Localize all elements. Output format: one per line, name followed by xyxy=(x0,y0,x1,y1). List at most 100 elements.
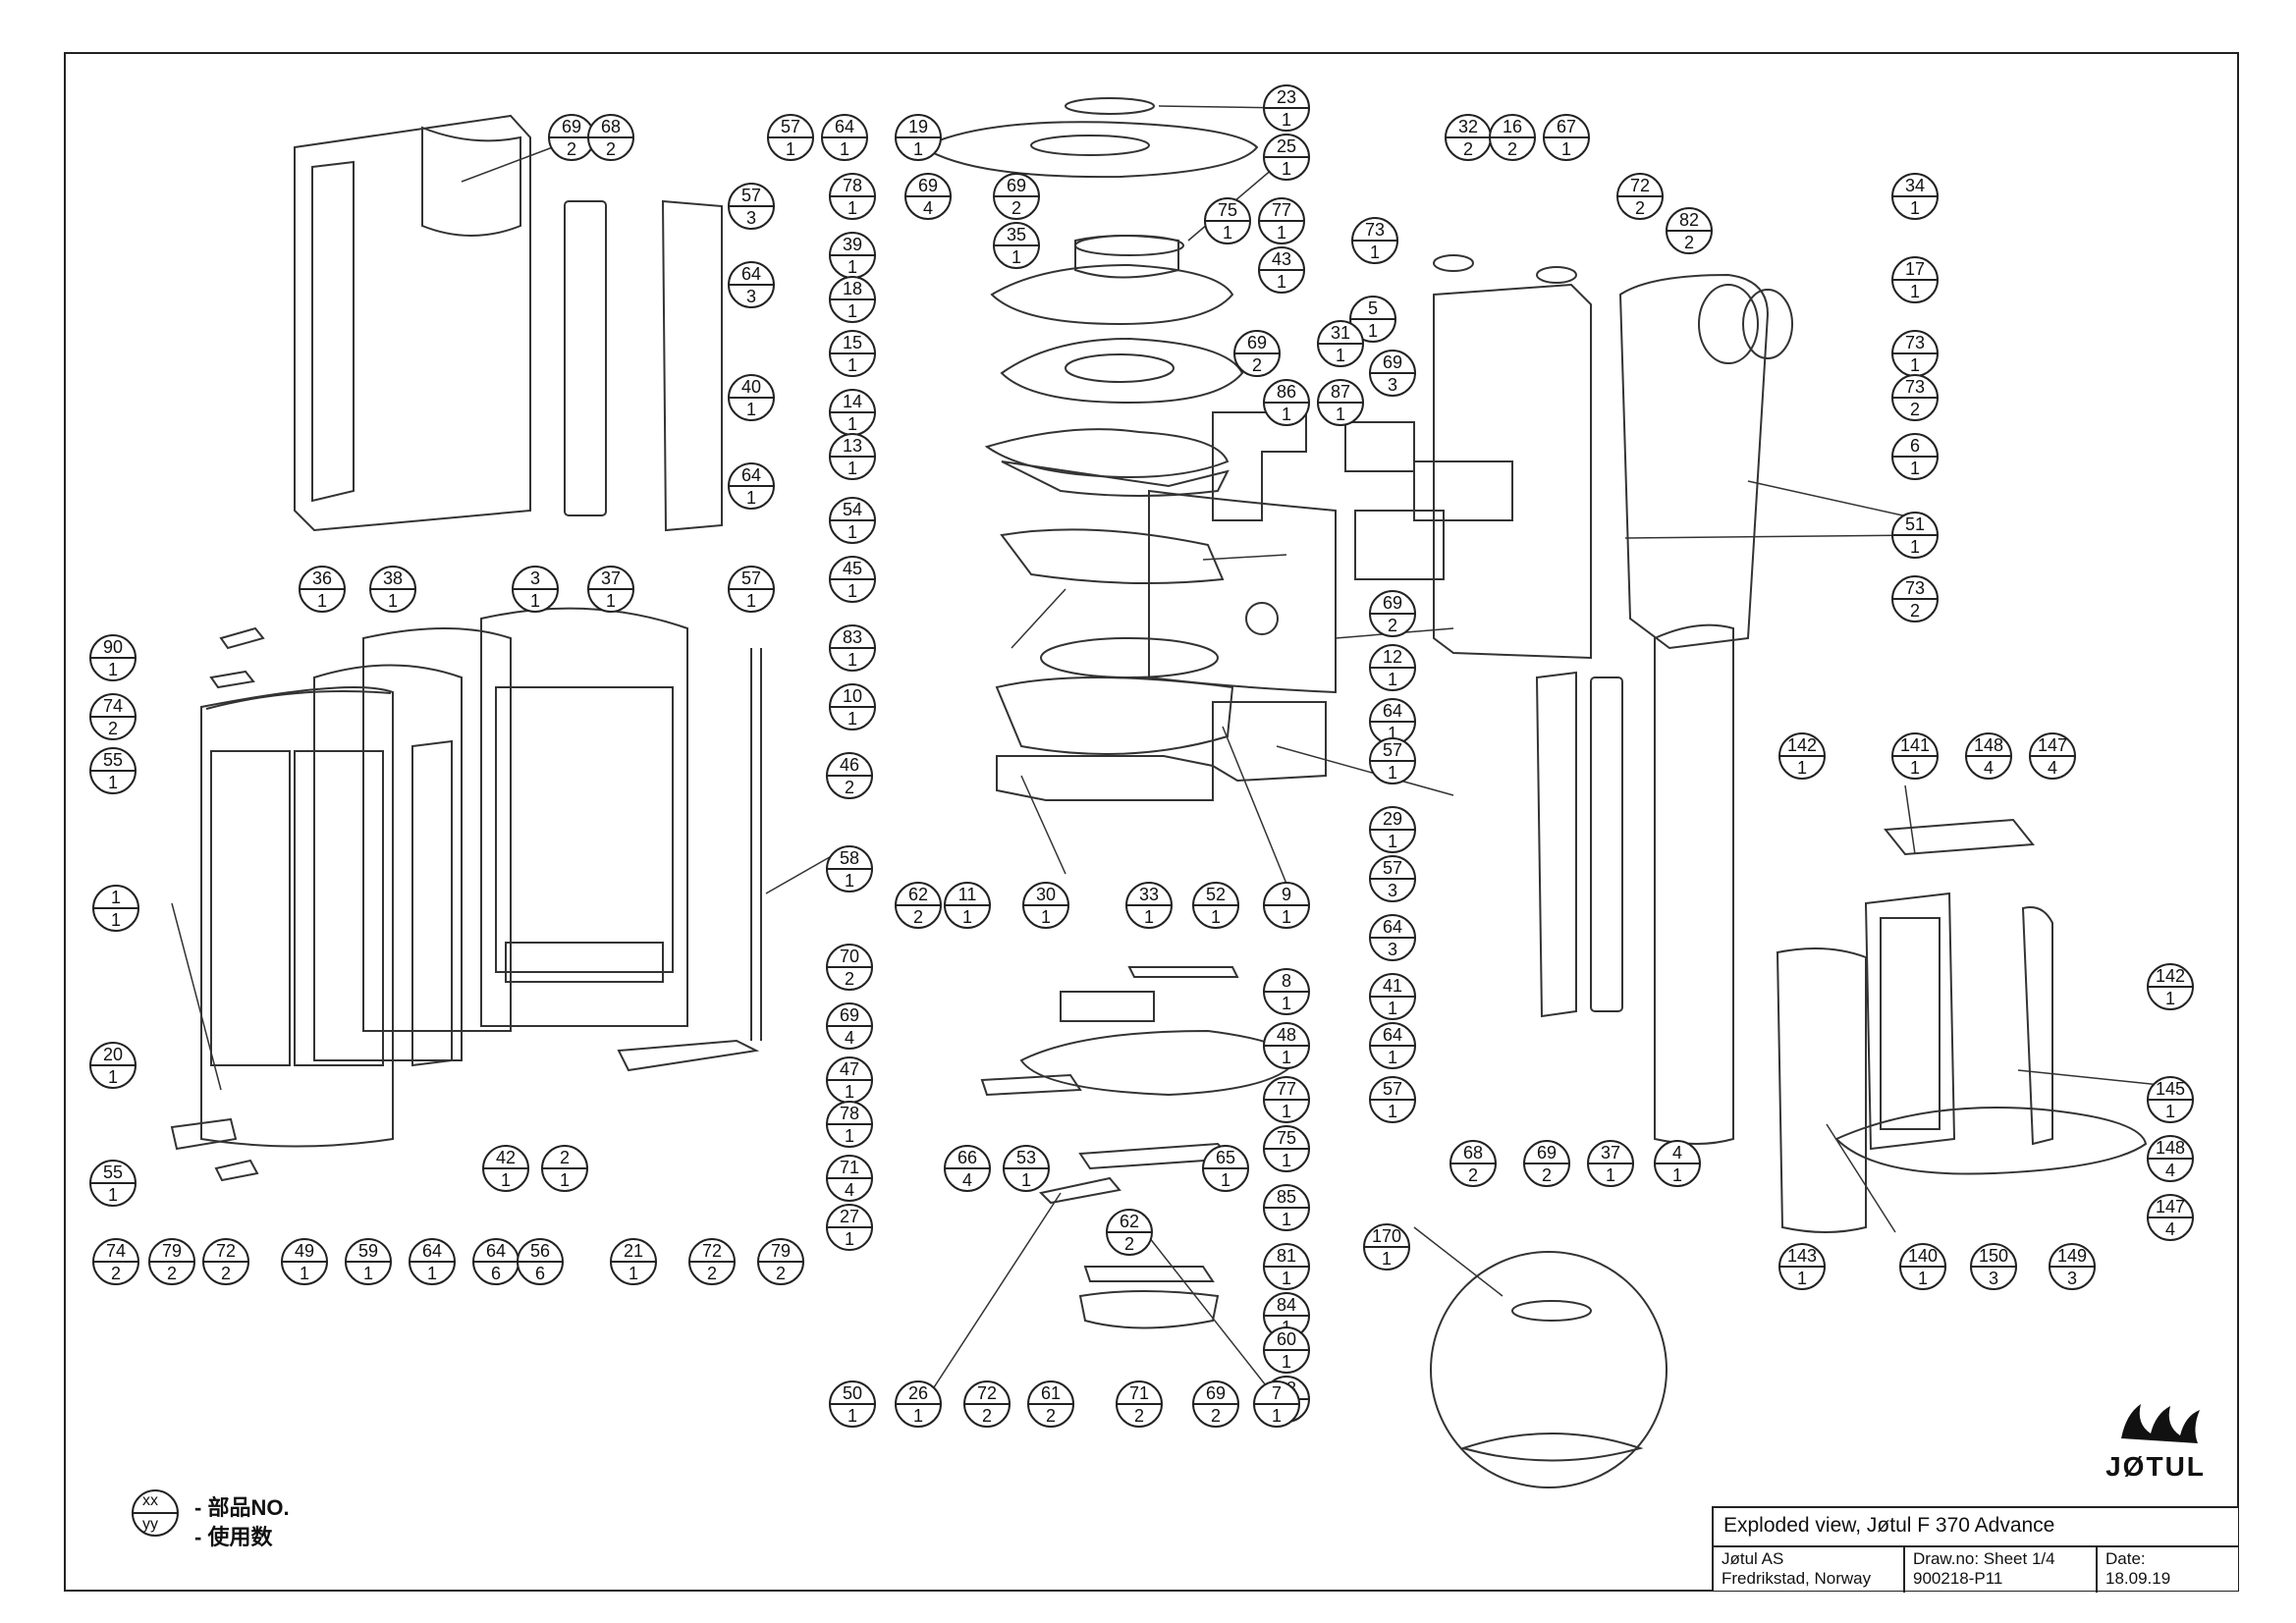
callout-part-number: 90 xyxy=(103,637,123,657)
callout-quantity: 1 xyxy=(606,591,616,611)
callout-quantity: 1 xyxy=(1223,223,1232,243)
part-plate-15 xyxy=(1000,337,1244,405)
callout-11: 111 xyxy=(944,882,991,929)
callout-part-number: 142 xyxy=(2156,966,2185,986)
callout-85: 851 xyxy=(1263,1184,1310,1231)
callout-part-number: 48 xyxy=(1277,1025,1296,1045)
callout-61: 612 xyxy=(1027,1380,1074,1428)
callout-69: 692 xyxy=(1523,1140,1570,1187)
callout-72: 722 xyxy=(688,1238,736,1285)
callout-quantity: 1 xyxy=(1910,537,1920,557)
callout-64: 643 xyxy=(728,261,775,308)
callout-part-number: 57 xyxy=(1383,1079,1402,1099)
part-90 xyxy=(219,626,265,650)
callout-part-number: 69 xyxy=(1206,1383,1226,1403)
callout-part-number: 141 xyxy=(1900,735,1930,755)
drawing-frame xyxy=(64,52,2239,1592)
callout-quantity: 1 xyxy=(746,400,756,419)
callout-15: 151 xyxy=(829,330,876,377)
callout-quantity: 1 xyxy=(2165,1102,2175,1121)
company-location: Fredrikstad, Norway xyxy=(1722,1569,1872,1588)
callout-69: 692 xyxy=(548,114,595,161)
callout-64: 641 xyxy=(821,114,868,161)
callout-78: 781 xyxy=(826,1101,873,1148)
callout-part-number: 55 xyxy=(103,1163,123,1182)
callout-72: 722 xyxy=(963,1380,1011,1428)
callout-quantity: 2 xyxy=(606,139,616,159)
callout-50: 501 xyxy=(829,1380,876,1428)
callout-64: 641 xyxy=(409,1238,456,1285)
callout-55: 551 xyxy=(89,747,137,794)
callout-quantity: 1 xyxy=(1221,1170,1230,1190)
callout-part-number: 50 xyxy=(843,1383,862,1403)
callout-quantity: 1 xyxy=(1910,758,1920,778)
callout-quantity: 1 xyxy=(108,1067,118,1087)
callout-23: 231 xyxy=(1263,84,1310,132)
callout-part-number: 77 xyxy=(1277,1079,1296,1099)
callout-part-number: 79 xyxy=(771,1241,791,1261)
callout-part-number: 170 xyxy=(1372,1226,1401,1246)
callout-1: 11 xyxy=(92,885,139,932)
callout-quantity: 1 xyxy=(845,1126,854,1146)
callout-part-number: 140 xyxy=(1908,1246,1938,1266)
callout-quantity: 2 xyxy=(845,969,854,989)
callout-part-number: 145 xyxy=(2156,1079,2185,1099)
callout-quantity: 1 xyxy=(913,1406,923,1426)
callout-quantity: 2 xyxy=(167,1264,177,1283)
callout-36: 361 xyxy=(299,566,346,613)
part-body-5 xyxy=(1433,283,1592,660)
part-tray-7 xyxy=(1078,1290,1220,1329)
callout-part-number: 72 xyxy=(216,1241,236,1261)
callout-part-number: 1 xyxy=(111,888,121,907)
callout-part-number: 69 xyxy=(1007,176,1026,195)
callout-part-number: 31 xyxy=(1331,323,1350,343)
callout-quantity: 1 xyxy=(847,581,857,601)
callout-31: 311 xyxy=(1317,320,1364,367)
logo-text: JØTUL xyxy=(2105,1451,2206,1482)
callout-77: 771 xyxy=(1258,197,1305,244)
callout-part-number: 16 xyxy=(1503,117,1522,136)
callout-69: 692 xyxy=(1192,1380,1239,1428)
part-panel-143 xyxy=(1776,947,1867,1233)
drawing-number: 900218-P11 xyxy=(1913,1569,2003,1588)
callout-25: 251 xyxy=(1263,134,1310,181)
callout-quantity: 2 xyxy=(1124,1234,1134,1254)
callout-quantity: 1 xyxy=(1282,994,1291,1013)
callout-quantity: 2 xyxy=(913,907,923,927)
callout-part-number: 142 xyxy=(1787,735,1817,755)
callout-quantity: 2 xyxy=(111,1264,121,1283)
date-label: Date: xyxy=(2105,1549,2146,1568)
callout-part-number: 87 xyxy=(1331,382,1350,402)
callout-79: 792 xyxy=(757,1238,804,1285)
callout-quantity: 1 xyxy=(1282,907,1291,927)
callout-quantity: 1 xyxy=(1336,346,1345,365)
callout-75: 751 xyxy=(1263,1125,1310,1172)
callout-quantity: 2 xyxy=(982,1406,992,1426)
callout-82: 822 xyxy=(1666,207,1713,254)
callout-17: 171 xyxy=(1891,256,1939,303)
callout-quantity: 1 xyxy=(1282,1352,1291,1372)
callout-60: 601 xyxy=(1263,1326,1310,1374)
callout-6: 61 xyxy=(1891,433,1939,480)
callout-part-number: 25 xyxy=(1277,136,1296,156)
callout-quantity: 1 xyxy=(1797,758,1807,778)
callout-quantity: 1 xyxy=(317,591,327,611)
callout-quantity: 2 xyxy=(567,139,576,159)
part-grate-10 xyxy=(1040,637,1219,678)
part-door-142 xyxy=(1864,892,1956,1151)
callout-quantity: 1 xyxy=(1282,1048,1291,1067)
callout-part-number: 148 xyxy=(2156,1138,2185,1158)
callout-67: 671 xyxy=(1543,114,1590,161)
company-name: Jøtul AS xyxy=(1722,1549,1784,1568)
callout-part-number: 3 xyxy=(530,568,540,588)
callout-quantity: 1 xyxy=(1606,1165,1615,1185)
part-74-top xyxy=(209,670,255,689)
callout-part-number: 20 xyxy=(103,1045,123,1064)
